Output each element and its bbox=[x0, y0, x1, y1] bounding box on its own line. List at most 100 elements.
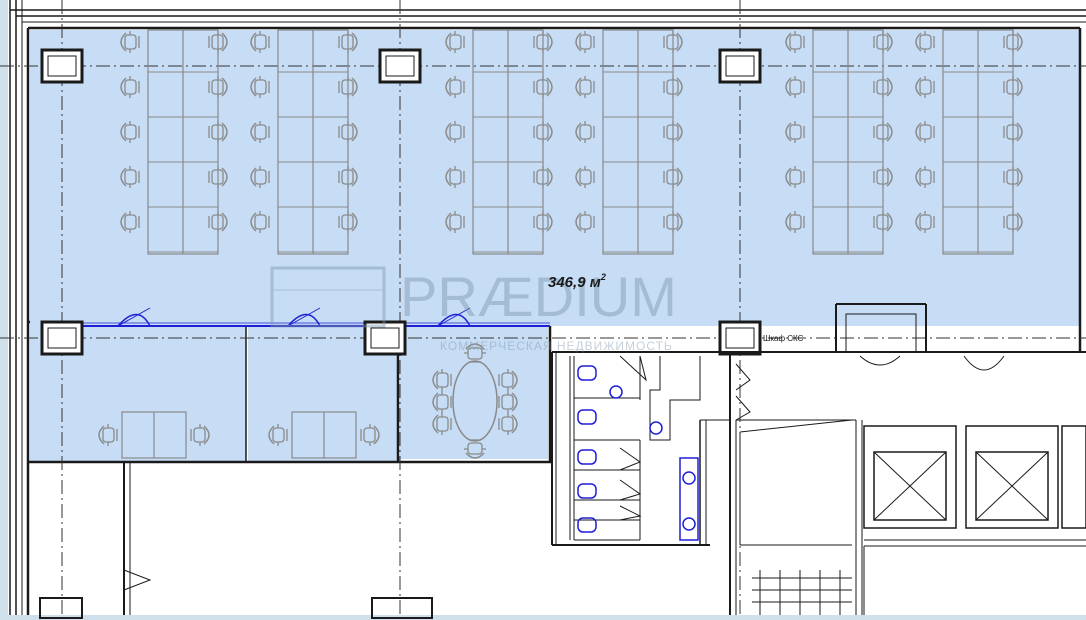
chair-icon bbox=[663, 121, 683, 143]
office-furniture bbox=[121, 411, 357, 459]
column bbox=[718, 48, 762, 84]
chair-icon bbox=[663, 31, 683, 53]
sink-1 bbox=[609, 385, 623, 399]
chair-icon bbox=[1003, 166, 1023, 188]
chair-icon bbox=[873, 76, 893, 98]
chair-icon bbox=[338, 31, 358, 53]
area-label: 346,9 м2 bbox=[548, 272, 606, 291]
chair-icon bbox=[250, 31, 270, 53]
chair-icon bbox=[208, 31, 228, 53]
chair-icon bbox=[1003, 121, 1023, 143]
column bbox=[378, 48, 422, 84]
chair-icon bbox=[915, 31, 935, 53]
chair-icon bbox=[360, 424, 380, 446]
sink-2 bbox=[649, 421, 663, 435]
meeting-table bbox=[452, 360, 498, 442]
chair-icon bbox=[464, 343, 486, 363]
chair-icon bbox=[498, 413, 518, 435]
door-swing-1 bbox=[117, 313, 151, 327]
toilet-5 bbox=[577, 517, 597, 533]
chair-icon bbox=[208, 76, 228, 98]
watermark: PRÆDIUM КОММЕРЧЕСКАЯ НЕДВИЖИМОСТЬ bbox=[270, 265, 677, 353]
chair-icon bbox=[575, 166, 595, 188]
open-space-office bbox=[30, 30, 1080, 326]
workstation-block bbox=[785, 29, 893, 255]
room-fills bbox=[30, 30, 1080, 462]
chair-icon bbox=[533, 76, 553, 98]
column bbox=[40, 320, 84, 356]
toilet-2 bbox=[577, 409, 597, 425]
workstation-block bbox=[120, 29, 228, 255]
chair-icon bbox=[338, 211, 358, 233]
chair-icon bbox=[120, 76, 140, 98]
chair-icon bbox=[338, 121, 358, 143]
meeting-chairs bbox=[432, 343, 518, 459]
cabinet-label: Шкаф СКС bbox=[763, 334, 804, 343]
chair-icon bbox=[120, 166, 140, 188]
chair-icon bbox=[120, 31, 140, 53]
chair-icon bbox=[785, 76, 805, 98]
chair-icon bbox=[1003, 31, 1023, 53]
chair-icon bbox=[98, 424, 118, 446]
workstation-block bbox=[250, 29, 358, 255]
chair-icon bbox=[575, 76, 595, 98]
accessible-fixture bbox=[679, 457, 699, 541]
chair-icon bbox=[785, 211, 805, 233]
chair-icon bbox=[785, 31, 805, 53]
chair-icon bbox=[533, 31, 553, 53]
chair-icon bbox=[575, 211, 595, 233]
chair-icon bbox=[498, 391, 518, 413]
chair-icon bbox=[190, 424, 210, 446]
glass-partition bbox=[80, 307, 550, 327]
chair-icon bbox=[208, 121, 228, 143]
structural-columns bbox=[40, 48, 762, 356]
office-chairs bbox=[98, 424, 380, 446]
chair-icon bbox=[533, 166, 553, 188]
column bbox=[363, 320, 407, 356]
chair-icon bbox=[1003, 211, 1023, 233]
chair-icon bbox=[432, 391, 452, 413]
watermark-subtitle: КОММЕРЧЕСКАЯ НЕДВИЖИМОСТЬ bbox=[440, 339, 673, 353]
interior-walls bbox=[28, 28, 1082, 464]
chair-icon bbox=[445, 76, 465, 98]
chair-icon bbox=[575, 31, 595, 53]
chair-icon bbox=[498, 369, 518, 391]
chair-icon bbox=[533, 211, 553, 233]
workstation-block bbox=[915, 29, 1023, 255]
chair-icon bbox=[873, 166, 893, 188]
chair-icon bbox=[120, 211, 140, 233]
chair-icon bbox=[250, 166, 270, 188]
chair-icon bbox=[208, 166, 228, 188]
toilet-4 bbox=[577, 483, 597, 499]
chair-icon bbox=[250, 76, 270, 98]
chair-icon bbox=[445, 211, 465, 233]
chair-icon bbox=[432, 369, 452, 391]
sanitary-fixtures bbox=[577, 365, 699, 541]
workstations bbox=[120, 29, 1023, 255]
door-swing-3 bbox=[437, 313, 471, 327]
chair-icon bbox=[873, 31, 893, 53]
watermark-title: PRÆDIUM bbox=[400, 265, 677, 328]
chair-icon bbox=[663, 211, 683, 233]
chair-icon bbox=[873, 121, 893, 143]
chair-icon bbox=[785, 121, 805, 143]
chair-icon bbox=[445, 31, 465, 53]
chair-icon bbox=[268, 424, 288, 446]
chair-icon bbox=[445, 166, 465, 188]
column bbox=[718, 320, 762, 356]
lower-walls bbox=[39, 462, 433, 619]
column bbox=[40, 48, 84, 84]
chair-icon bbox=[1003, 76, 1023, 98]
toilet-3 bbox=[577, 449, 597, 465]
workstation-block bbox=[575, 29, 683, 255]
toilet-1 bbox=[577, 365, 597, 381]
chair-icon bbox=[250, 121, 270, 143]
chair-icon bbox=[915, 76, 935, 98]
chair-icon bbox=[464, 439, 486, 459]
chair-icon bbox=[120, 121, 140, 143]
chair-icon bbox=[533, 121, 553, 143]
chair-icon bbox=[915, 211, 935, 233]
chair-icon bbox=[338, 166, 358, 188]
chair-icon bbox=[785, 166, 805, 188]
